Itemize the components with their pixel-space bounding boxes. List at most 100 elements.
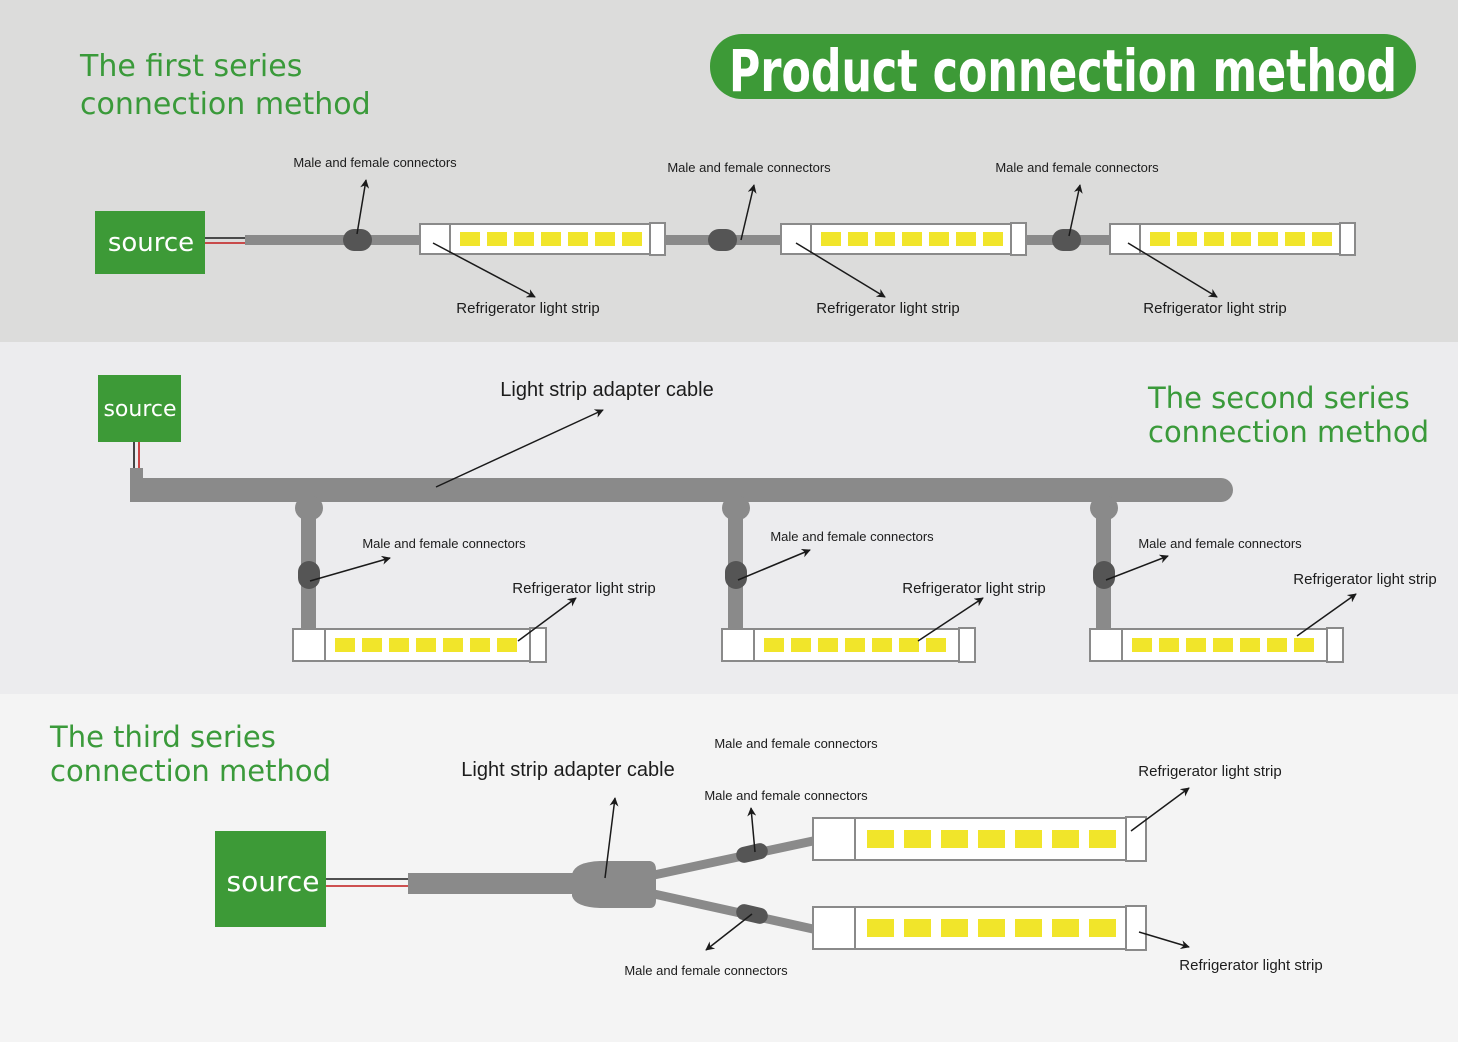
section1-strip-arrow-2 [795, 242, 886, 298]
section2-source-label: source [103, 397, 176, 422]
led-chip [1240, 638, 1260, 652]
section1-strip-arrow-3 [1127, 242, 1218, 298]
section1-source-label: source [108, 228, 194, 258]
section1-connector-arrow-1 [356, 179, 370, 235]
led-chip [1015, 830, 1042, 848]
section1-connector-arrow-2 [740, 184, 757, 241]
led-chip [941, 919, 968, 937]
led-chip [1177, 232, 1197, 246]
led-chip [764, 638, 784, 652]
section3-adapter-label: Light strip adapter cable [461, 759, 674, 781]
section2-source-box [98, 375, 181, 442]
led-chip [416, 638, 436, 652]
section3-strip-label-2: Refrigerator light strip [1179, 957, 1322, 974]
section2-connector-arrow-1 [309, 555, 391, 582]
led-chip [595, 232, 615, 246]
title-badge: Product connection method [710, 34, 1416, 105]
section2-connector-1 [298, 561, 320, 589]
led-chip [1312, 232, 1332, 246]
section1-strip-1 [419, 222, 666, 256]
led-chip [389, 638, 409, 652]
led-chip [514, 232, 534, 246]
led-chip [497, 638, 517, 652]
section2-strip-arrow-2 [917, 597, 984, 642]
section3-strip-arrow-1 [1130, 787, 1190, 832]
section2-heading-line1: The second series [1147, 381, 1410, 415]
section2-heading-line2: connection method [1148, 415, 1429, 449]
led-chip [875, 232, 895, 246]
section2-strip-3 [1089, 627, 1344, 663]
section3-branch-cable-1 [649, 836, 818, 880]
section3-splitter [572, 861, 656, 908]
led-chip [1150, 232, 1170, 246]
section2-strip-label-1: Refrigerator light strip [512, 580, 655, 597]
section2-strip-arrow-1 [517, 597, 577, 642]
led-chip [443, 638, 463, 652]
led-chip [622, 232, 642, 246]
section3-strip-label-1: Refrigerator light strip [1138, 763, 1281, 780]
section3-connector-label-3: Male and female connectors [624, 963, 788, 978]
section3-heading-line1: The third series [49, 720, 276, 754]
section2-connector-arrow-2 [737, 548, 811, 581]
led-chip [1294, 638, 1314, 652]
section3-connector-arrow-1 [747, 807, 757, 853]
led-chip [1089, 919, 1116, 937]
section2-connector-label-2: Male and female connectors [770, 529, 934, 544]
section1-connector-1 [343, 229, 372, 251]
led-chip [1204, 232, 1224, 246]
led-chip [1213, 638, 1233, 652]
led-chip [867, 919, 894, 937]
led-chip [568, 232, 588, 246]
section1-strip-arrow-1 [432, 242, 536, 298]
section3-connector-arrow-2 [705, 913, 753, 951]
section1-connector-3 [1052, 229, 1081, 251]
section2-connector-3 [1093, 561, 1115, 589]
section2-adapter-arrow [435, 409, 604, 488]
led-chip [1015, 919, 1042, 937]
section3-connector-1 [736, 843, 768, 863]
section3-connector-label-2: Male and female connectors [704, 788, 868, 803]
section3-strip-1 [812, 816, 1147, 862]
section1-strip-label-2: Refrigerator light strip [816, 300, 959, 317]
led-chip [902, 232, 922, 246]
led-chip [1267, 638, 1287, 652]
led-chip [1052, 919, 1079, 937]
section3-main-cable [408, 873, 578, 894]
section2-adapter-label: Light strip adapter cable [500, 379, 713, 401]
led-chip [1132, 638, 1152, 652]
section2-main-cable [130, 478, 1233, 502]
section3-adapter-arrow [604, 797, 619, 879]
led-chip [1052, 830, 1079, 848]
led-chip [929, 232, 949, 246]
led-chip [541, 232, 561, 246]
section3-branch-cable-2 [649, 889, 818, 934]
led-chip [1089, 830, 1116, 848]
section3-strip-2 [812, 905, 1147, 951]
led-chip [899, 638, 919, 652]
led-chip [1285, 232, 1305, 246]
section2-strip-1 [292, 627, 547, 663]
section2-connector-2 [725, 561, 747, 589]
led-chip [470, 638, 490, 652]
led-chip [335, 638, 355, 652]
led-chip [872, 638, 892, 652]
led-chip [926, 638, 946, 652]
led-chip [818, 638, 838, 652]
led-chip [1159, 638, 1179, 652]
section2-strip-label-3: Refrigerator light strip [1293, 571, 1436, 588]
section1-heading-line2: connection method [80, 87, 371, 122]
section1-strip-label-1: Refrigerator light strip [456, 300, 599, 317]
section2-strip-2 [721, 627, 976, 663]
section1-connector-label-1: Male and female connectors [293, 155, 457, 170]
section1-strip-2 [780, 222, 1027, 256]
led-chip [1231, 232, 1251, 246]
led-chip [362, 638, 382, 652]
section1-strip-3 [1109, 222, 1356, 256]
led-chip [983, 232, 1003, 246]
section1-cable-1 [245, 235, 420, 245]
led-chip [904, 830, 931, 848]
led-chip [867, 830, 894, 848]
led-chip [845, 638, 865, 652]
